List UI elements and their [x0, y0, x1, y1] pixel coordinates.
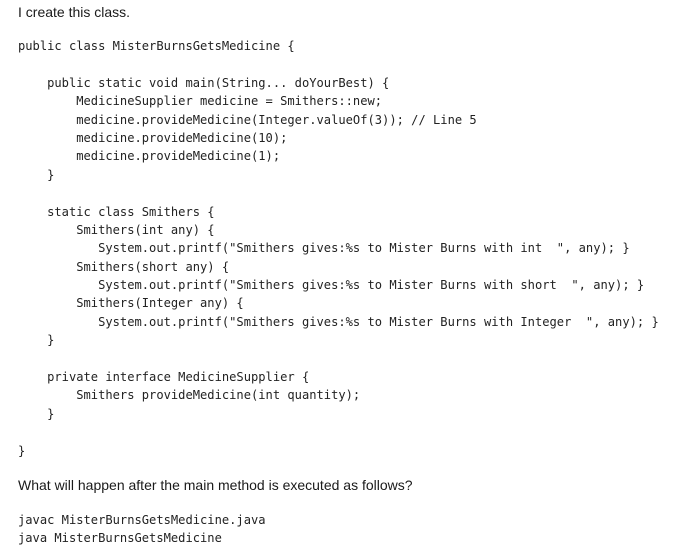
code-line — [18, 184, 659, 202]
code-line: } — [18, 406, 55, 421]
code-line — [18, 350, 659, 368]
code-line: } — [18, 167, 55, 182]
code-line: } — [18, 443, 26, 458]
command-line: java MisterBurnsGetsMedicine — [18, 531, 222, 546]
code-line — [18, 423, 659, 441]
intro-text: I create this class. — [18, 4, 131, 20]
code-line: Smithers(Integer any) { — [18, 296, 244, 311]
code-line: } — [18, 333, 55, 348]
code-line: medicine.provideMedicine(1); — [18, 149, 281, 164]
question-text: What will happen after the main method i… — [18, 477, 413, 493]
code-line — [18, 55, 659, 73]
command-block: javac MisterBurnsGetsMedicine.java java … — [18, 511, 266, 548]
code-line: MedicineSupplier medicine = Smithers::ne… — [18, 94, 383, 109]
code-line: static class Smithers { — [18, 204, 215, 219]
code-line: Smithers provideMedicine(int quantity); — [18, 388, 361, 403]
command-line: javac MisterBurnsGetsMedicine.java — [18, 513, 266, 527]
code-line: Smithers(int any) { — [18, 222, 215, 237]
code-line: private interface MedicineSupplier { — [18, 370, 310, 385]
code-line: medicine.provideMedicine(10); — [18, 130, 288, 145]
code-line: medicine.provideMedicine(Integer.valueOf… — [18, 112, 477, 127]
code-line: System.out.printf("Smithers gives:%s to … — [18, 241, 630, 256]
code-line: Smithers(short any) { — [18, 259, 230, 274]
code-line: public class MisterBurnsGetsMedicine { — [18, 39, 295, 53]
java-code-block: public class MisterBurnsGetsMedicine { p… — [18, 37, 659, 460]
code-line: public static void main(String... doYour… — [18, 75, 390, 90]
code-line: System.out.printf("Smithers gives:%s to … — [18, 278, 645, 293]
code-line: System.out.printf("Smithers gives:%s to … — [18, 314, 659, 329]
